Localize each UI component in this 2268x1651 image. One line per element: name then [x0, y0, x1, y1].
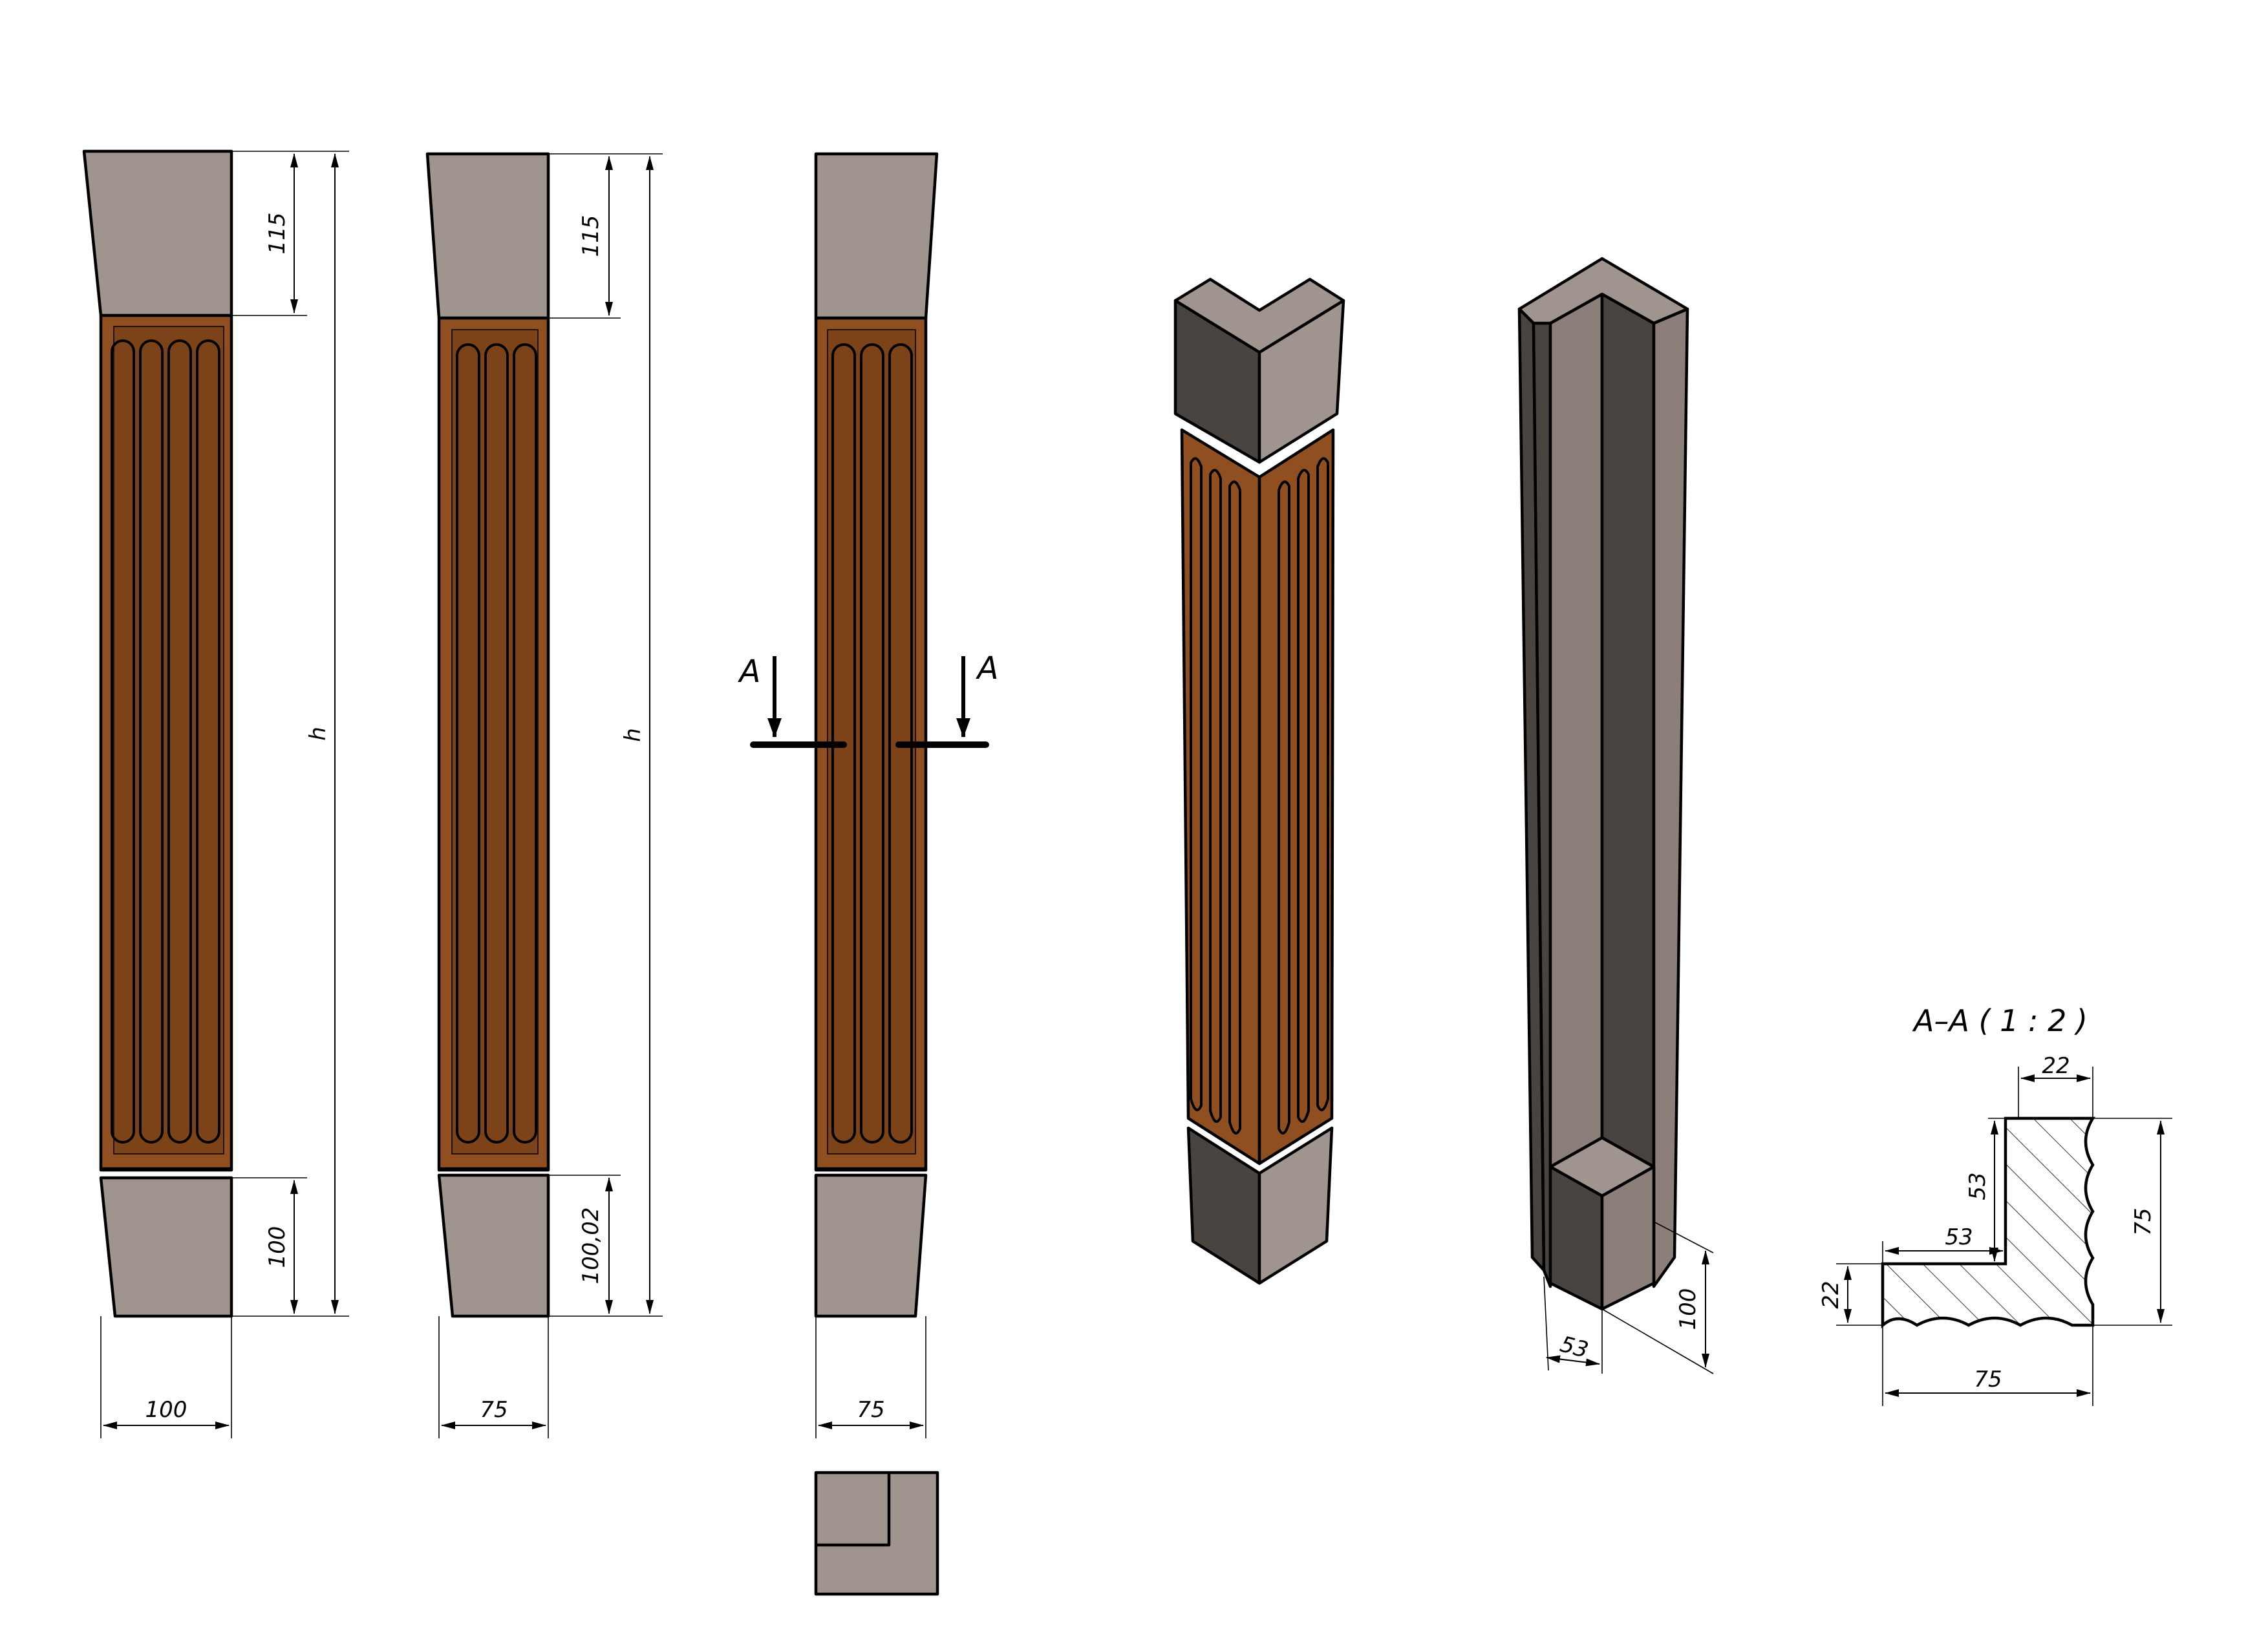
- isometric-front-view: [1173, 277, 1345, 1285]
- dim-total-height: 75: [2130, 1208, 2156, 1235]
- dim-top-thickness: 22: [2042, 1053, 2070, 1079]
- dim-bottom-height: 100,02: [578, 1208, 604, 1284]
- section-cut-marker: A A: [738, 650, 999, 748]
- dim-base-height: 100: [1675, 1288, 1701, 1330]
- top-capital: [425, 152, 550, 320]
- dim-horizontal-inner: 53: [1945, 1224, 1973, 1250]
- dim-top-height: 115: [578, 215, 604, 257]
- dim-width: 75: [480, 1397, 508, 1423]
- flutes: [111, 339, 220, 1144]
- front-view-narrow: 115 h 100,02 75: [425, 152, 663, 1438]
- front-view-wide: 115 h 100 100: [82, 149, 349, 1438]
- top-capital: [814, 152, 939, 320]
- section-title: A–A ( 1 : 2 ): [1912, 1003, 2088, 1038]
- dim-total-width: 75: [1974, 1367, 2002, 1392]
- isometric-back-view: 53 100: [1517, 257, 1714, 1374]
- dim-left-thickness: 22: [1818, 1281, 1844, 1308]
- top-capital: [82, 149, 233, 317]
- plan-view: [814, 1471, 939, 1596]
- cut-label-right: A: [976, 650, 999, 687]
- section-profile: [1881, 1116, 2096, 1328]
- dim-total-height: h: [305, 727, 331, 741]
- dim-top-height: 115: [264, 213, 290, 255]
- dim-width: 75: [857, 1397, 884, 1423]
- dim-total-height: h: [620, 728, 646, 742]
- dimensions-wide: 115 h 100 100: [100, 151, 349, 1438]
- bottom-base: [437, 1173, 550, 1318]
- section-a-a: A–A ( 1 : 2 ) 22 53 53 22 75 75: [1818, 1003, 2172, 1406]
- side-view: A A 75: [738, 152, 999, 1438]
- dimensions-narrow: 115 h 100,02 75: [438, 153, 663, 1438]
- flutes: [1190, 457, 1329, 1135]
- cut-label-left: A: [738, 654, 761, 690]
- bottom-base: [814, 1173, 928, 1318]
- dim-vertical-inner: 53: [1965, 1172, 1991, 1200]
- dimensions-iso-back: 53 100: [1543, 1221, 1714, 1374]
- flutes: [831, 343, 913, 1144]
- dim-bottom-height: 100: [264, 1226, 290, 1268]
- bottom-base: [99, 1176, 233, 1318]
- flutes: [456, 343, 537, 1144]
- dimensions-side: 75: [815, 1316, 926, 1438]
- dim-base-width: 53: [1557, 1331, 1591, 1363]
- dim-width: 100: [145, 1397, 187, 1423]
